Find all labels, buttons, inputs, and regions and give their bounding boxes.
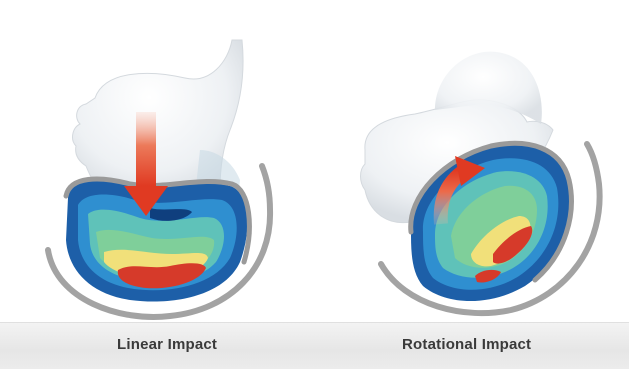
linear-impact-caption: Linear Impact bbox=[117, 336, 217, 353]
rotational-impact-svg bbox=[315, 0, 629, 322]
linear-impact-illustration bbox=[0, 0, 314, 322]
rotational-impact-caption: Rotational Impact bbox=[402, 336, 531, 353]
illustration-stage bbox=[0, 0, 629, 322]
caption-bar bbox=[0, 322, 629, 369]
linear-impact-svg bbox=[0, 0, 314, 322]
rotational-impact-illustration bbox=[315, 0, 629, 322]
